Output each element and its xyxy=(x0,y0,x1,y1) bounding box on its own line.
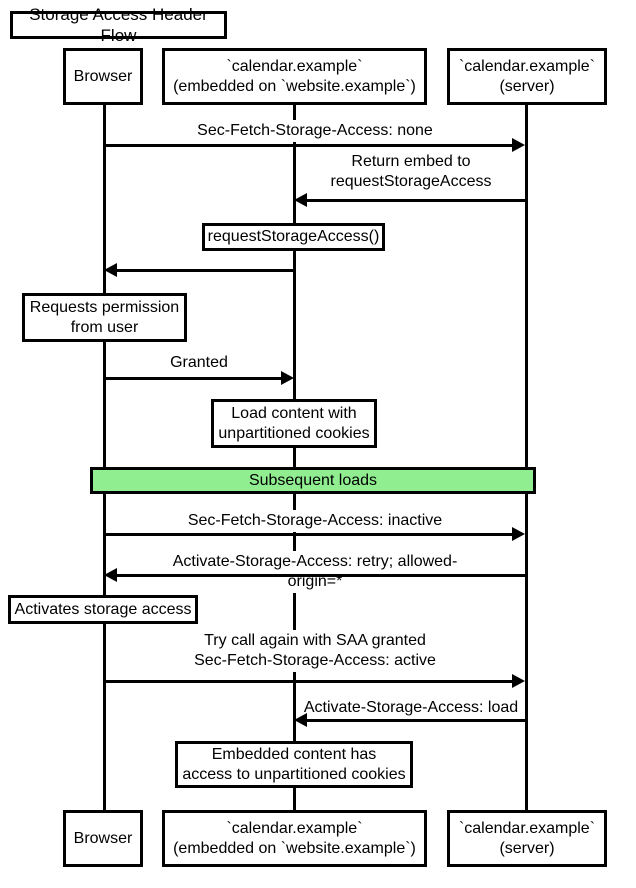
message-line xyxy=(307,199,526,202)
message-line xyxy=(104,533,512,536)
message-line xyxy=(117,269,294,272)
message-line xyxy=(307,719,526,722)
message-label: Sec-Fetch-Storage-Access: none xyxy=(193,120,437,142)
actor-embedded-top: `calendar.example` (embedded on `website… xyxy=(162,48,427,105)
actor-server-top: `calendar.example` (server) xyxy=(447,48,607,105)
message-line xyxy=(104,144,512,147)
arrowhead-left-icon xyxy=(104,263,117,277)
loop-band: Subsequent loads xyxy=(90,467,536,494)
arrowhead-right-icon xyxy=(281,371,294,385)
arrowhead-right-icon xyxy=(512,527,525,541)
note: requestStorageAccess() xyxy=(202,223,385,251)
lifeline-server xyxy=(525,105,528,811)
message-label: Activate-Storage-Access: load xyxy=(299,697,523,719)
arrowhead-left-icon xyxy=(294,713,307,727)
lifeline-browser xyxy=(103,105,106,811)
arrowhead-right-icon xyxy=(512,138,525,152)
note: Embedded content has access to unpartiti… xyxy=(175,741,413,788)
arrowhead-left-icon xyxy=(294,193,307,207)
lifeline-embedded xyxy=(293,105,296,811)
message-label: Granted xyxy=(166,352,232,374)
note: Requests permission from user xyxy=(22,293,187,342)
note: Activates storage access xyxy=(8,595,198,624)
diagram-title: Storage Access Header Flow xyxy=(10,5,227,45)
message-line xyxy=(104,680,512,683)
actor-embedded-bottom: `calendar.example` (embedded on `website… xyxy=(162,810,427,867)
actor-server-bottom: `calendar.example` (server) xyxy=(447,810,607,867)
arrowhead-right-icon xyxy=(512,674,525,688)
actor-browser-top: Browser xyxy=(63,48,143,105)
actor-browser-bottom: Browser xyxy=(63,810,143,867)
arrowhead-left-icon xyxy=(104,568,117,582)
message-label: Try call again with SAA granted Sec-Fetc… xyxy=(190,630,440,672)
message-line xyxy=(117,574,526,577)
note: Load content with unpartitioned cookies xyxy=(211,399,377,448)
message-label: Sec-Fetch-Storage-Access: inactive xyxy=(183,510,447,532)
message-line xyxy=(104,377,281,380)
message-label: Return embed to requestStorageAccess xyxy=(326,151,496,193)
message-label: Activate-Storage-Access: retry; allowed-… xyxy=(154,551,476,593)
